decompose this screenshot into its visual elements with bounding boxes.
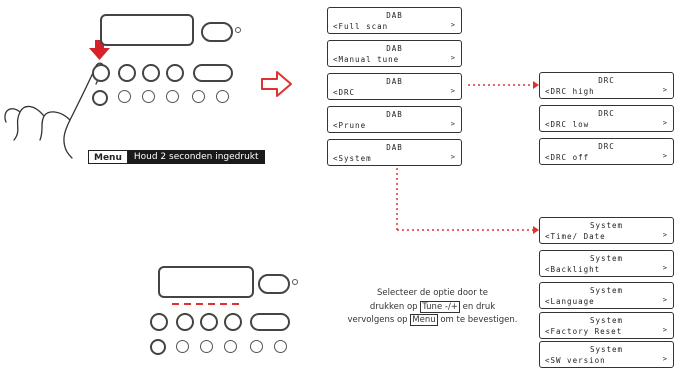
volume-knob[interactable] (201, 22, 233, 42)
preset-button-3[interactable] (224, 313, 242, 331)
preset-key-3[interactable] (166, 90, 179, 103)
instruction-line-2: drukken op Tune -/+ en druk (369, 300, 496, 313)
preset-button-1[interactable] (176, 313, 194, 331)
lcd-dab-prune: DAB <Prune > (327, 106, 462, 133)
preset-button-2[interactable] (142, 64, 160, 82)
lcd-dab-manual-tune: DAB <Manual tune > (327, 40, 462, 67)
press-arrow-icon (89, 40, 110, 60)
preset-key-3[interactable] (224, 340, 237, 353)
lcd-drc-high: DRC <DRC high > (539, 72, 674, 99)
lcd-system-factory-reset: System <Factory Reset > (539, 312, 674, 339)
preset-key-2[interactable] (200, 340, 213, 353)
menu-button[interactable] (150, 313, 168, 331)
preset-key-5[interactable] (216, 90, 229, 103)
instruction-line-1: Selecteer de optie door te (377, 288, 488, 298)
radio-display (100, 14, 194, 46)
lcd-system-sw-version: System <SW version > (539, 341, 674, 368)
lcd-system-language: System <Language > (539, 282, 674, 309)
lcd-system-time-date: System <Time/ Date > (539, 217, 674, 244)
lcd-dab-system: DAB <System > (327, 139, 462, 166)
menu-key-label: Menu (88, 150, 128, 164)
instruction-line-3: vervolgens op Menu om te bevestigen. (347, 314, 518, 326)
radio-display (158, 266, 254, 298)
volume-knob[interactable] (258, 274, 290, 294)
lcd-drc-low: DRC <DRC low > (539, 105, 674, 132)
power-button[interactable] (150, 339, 166, 355)
tune-select-button[interactable] (250, 313, 290, 331)
hand-drawing (4, 62, 104, 159)
preset-key-4[interactable] (250, 340, 263, 353)
headphone-jack (235, 27, 241, 33)
headphone-jack (292, 279, 298, 285)
tune-select-button[interactable] (193, 64, 233, 82)
menu-key-inline-label: Menu (410, 314, 438, 326)
power-button[interactable] (92, 90, 108, 106)
preset-key-4[interactable] (192, 90, 205, 103)
preset-key-1[interactable] (176, 340, 189, 353)
menu-hold-label: Menu Houd 2 seconden ingedrukt (88, 150, 265, 164)
lcd-system-backlight: System <Backlight > (539, 250, 674, 277)
lcd-drc-off: DRC <DRC off > (539, 138, 674, 165)
preset-button-2[interactable] (200, 313, 218, 331)
menu-button[interactable] (92, 64, 110, 82)
instruction-text: Selecteer de optie door te drukken op Tu… (330, 287, 535, 328)
lcd-dab-drc: DAB <DRC > (327, 73, 462, 100)
preset-button-3[interactable] (166, 64, 184, 82)
preset-key-2[interactable] (142, 90, 155, 103)
hollow-arrow-icon (261, 71, 292, 97)
lcd-dab-full-scan: DAB <Full scan > (327, 7, 462, 34)
menu-hold-text: Houd 2 seconden ingedrukt (127, 150, 265, 164)
tune-key-label: Tune -/+ (420, 300, 460, 313)
preset-key-5[interactable] (274, 340, 287, 353)
preset-key-1[interactable] (118, 90, 131, 103)
preset-button-1[interactable] (118, 64, 136, 82)
